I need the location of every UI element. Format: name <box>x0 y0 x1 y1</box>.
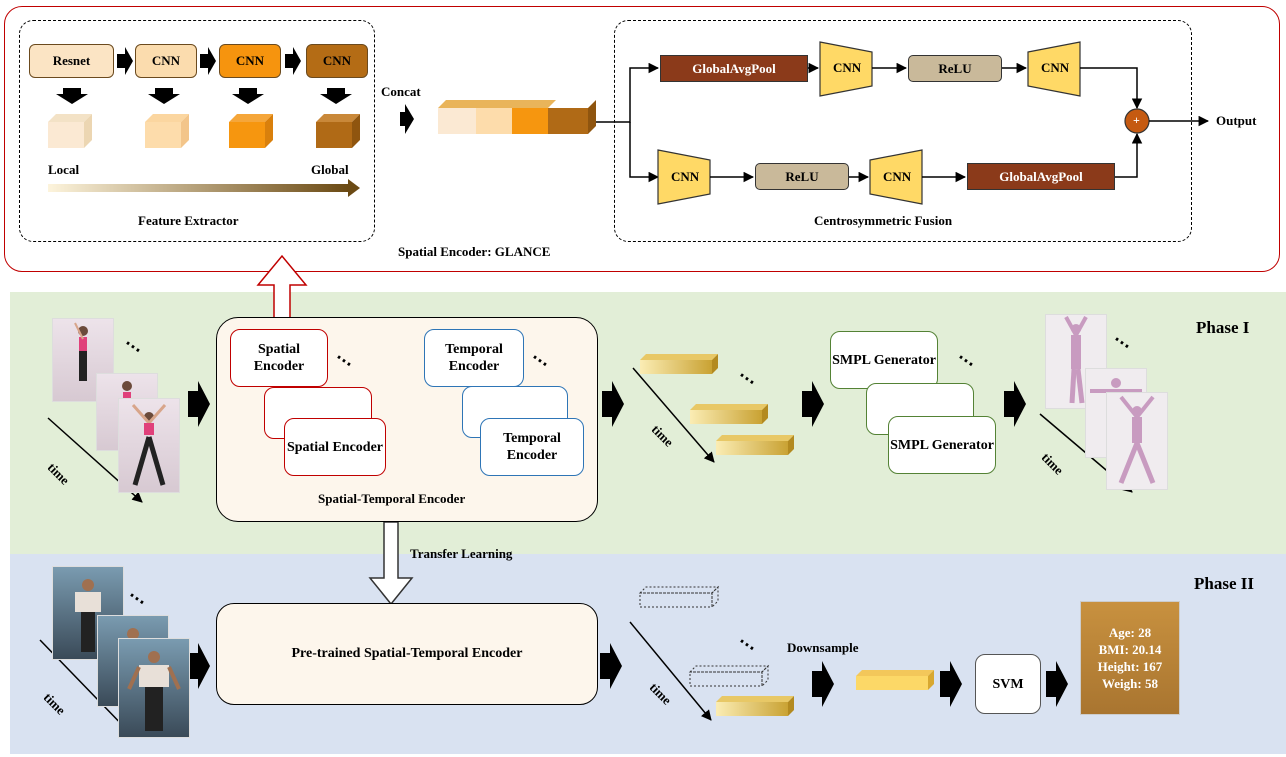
phase2-label: Phase II <box>1194 574 1254 593</box>
local-global-gradient-arrow <box>48 184 348 192</box>
fe-arrow-3 <box>285 47 301 75</box>
feature-bar-3 <box>716 435 794 455</box>
global-label: Global <box>311 162 349 177</box>
feature-cube-3 <box>229 114 273 148</box>
resnet-block: Resnet <box>29 44 114 78</box>
glance-title: Spatial Encoder: GLANCE <box>398 244 551 259</box>
svm-box: SVM <box>975 654 1041 714</box>
output-label: Output <box>1216 113 1257 128</box>
input-image-3 <box>118 638 190 738</box>
feature-extractor-title: Feature Extractor <box>138 213 239 228</box>
cnn-trapezoid-top-2 <box>1027 41 1081 97</box>
cnn-trapezoid-top-1 <box>819 41 873 97</box>
spatial-encoder-box-front: Spatial Encoder <box>284 418 386 476</box>
cnn-label-bottom-1: CNN <box>671 169 700 184</box>
transfer-learning-label: Transfer Learning <box>410 546 513 561</box>
downsampled-bar <box>856 670 934 690</box>
phase1-label: Phase I <box>1196 318 1250 337</box>
concat-feature-stack <box>438 100 596 134</box>
feature-bar-2 <box>690 404 768 424</box>
cnn-label-top-2: CNN <box>1041 60 1070 75</box>
gap-block-bottom: GlobalAvgPool <box>967 163 1115 190</box>
fe-arrow-1 <box>117 47 133 75</box>
relu-block-top: ReLU <box>908 55 1002 82</box>
frame-image-3 <box>118 398 180 493</box>
result-height: Height: 167 <box>1097 659 1163 674</box>
feature-cube-2 <box>145 114 189 148</box>
dotted-feature-bar-1 <box>638 585 720 609</box>
feature-extractor-panel <box>19 20 375 242</box>
hollow-up-arrow <box>256 254 308 327</box>
cnn-label-bottom-2: CNN <box>883 169 912 184</box>
cnn-block-1: CNN <box>135 44 197 78</box>
smpl-generator-box-front: SMPL Generator <box>888 416 996 474</box>
result-weight: Weigh: 58 <box>1102 676 1158 691</box>
fe-arrow-2 <box>200 47 216 75</box>
cnn-trapezoid-bottom-1 <box>657 149 711 205</box>
spatial-encoder-box-back: Spatial Encoder <box>230 329 328 387</box>
feature-bar-1 <box>640 354 718 374</box>
fusion-panel <box>614 20 1192 242</box>
st-encoder-title: Spatial-Temporal Encoder <box>318 491 466 506</box>
relu-block-bottom: ReLU <box>755 163 849 190</box>
concat-label: Concat <box>381 84 421 99</box>
glance-panel <box>4 6 1280 272</box>
local-label: Local <box>48 162 80 177</box>
result-panel: Age: 28 BMI: 20.14 Height: 167 Weigh: 58 <box>1080 601 1180 715</box>
feature-cube-1 <box>48 114 92 148</box>
feature-cube-4 <box>316 114 360 148</box>
cnn-block-2: CNN <box>219 44 281 78</box>
feature-bar-4 <box>716 696 794 716</box>
cnn-label-top-1: CNN <box>833 60 862 75</box>
fusion-title: Centrosymmetric Fusion <box>814 213 953 228</box>
result-age: Age: 28 <box>1108 625 1152 640</box>
smpl-generator-box-back: SMPL Generator <box>830 331 938 389</box>
smpl-output-frame-3 <box>1106 392 1168 490</box>
temporal-encoder-box-front: Temporal Encoder <box>480 418 584 476</box>
cnn-block-3: CNN <box>306 44 368 78</box>
dotted-feature-bar-2 <box>688 664 770 688</box>
temporal-encoder-box-back: Temporal Encoder <box>424 329 524 387</box>
pretrained-encoder-box: Pre-trained Spatial-Temporal Encoder <box>216 603 598 705</box>
downsample-label: Downsample <box>787 640 859 655</box>
sum-symbol: + <box>1133 113 1140 127</box>
result-bmi: BMI: 20.14 <box>1098 642 1162 657</box>
cnn-trapezoid-bottom-2 <box>869 149 923 205</box>
transfer-arrow <box>368 521 414 606</box>
gap-block-top: GlobalAvgPool <box>660 55 808 82</box>
